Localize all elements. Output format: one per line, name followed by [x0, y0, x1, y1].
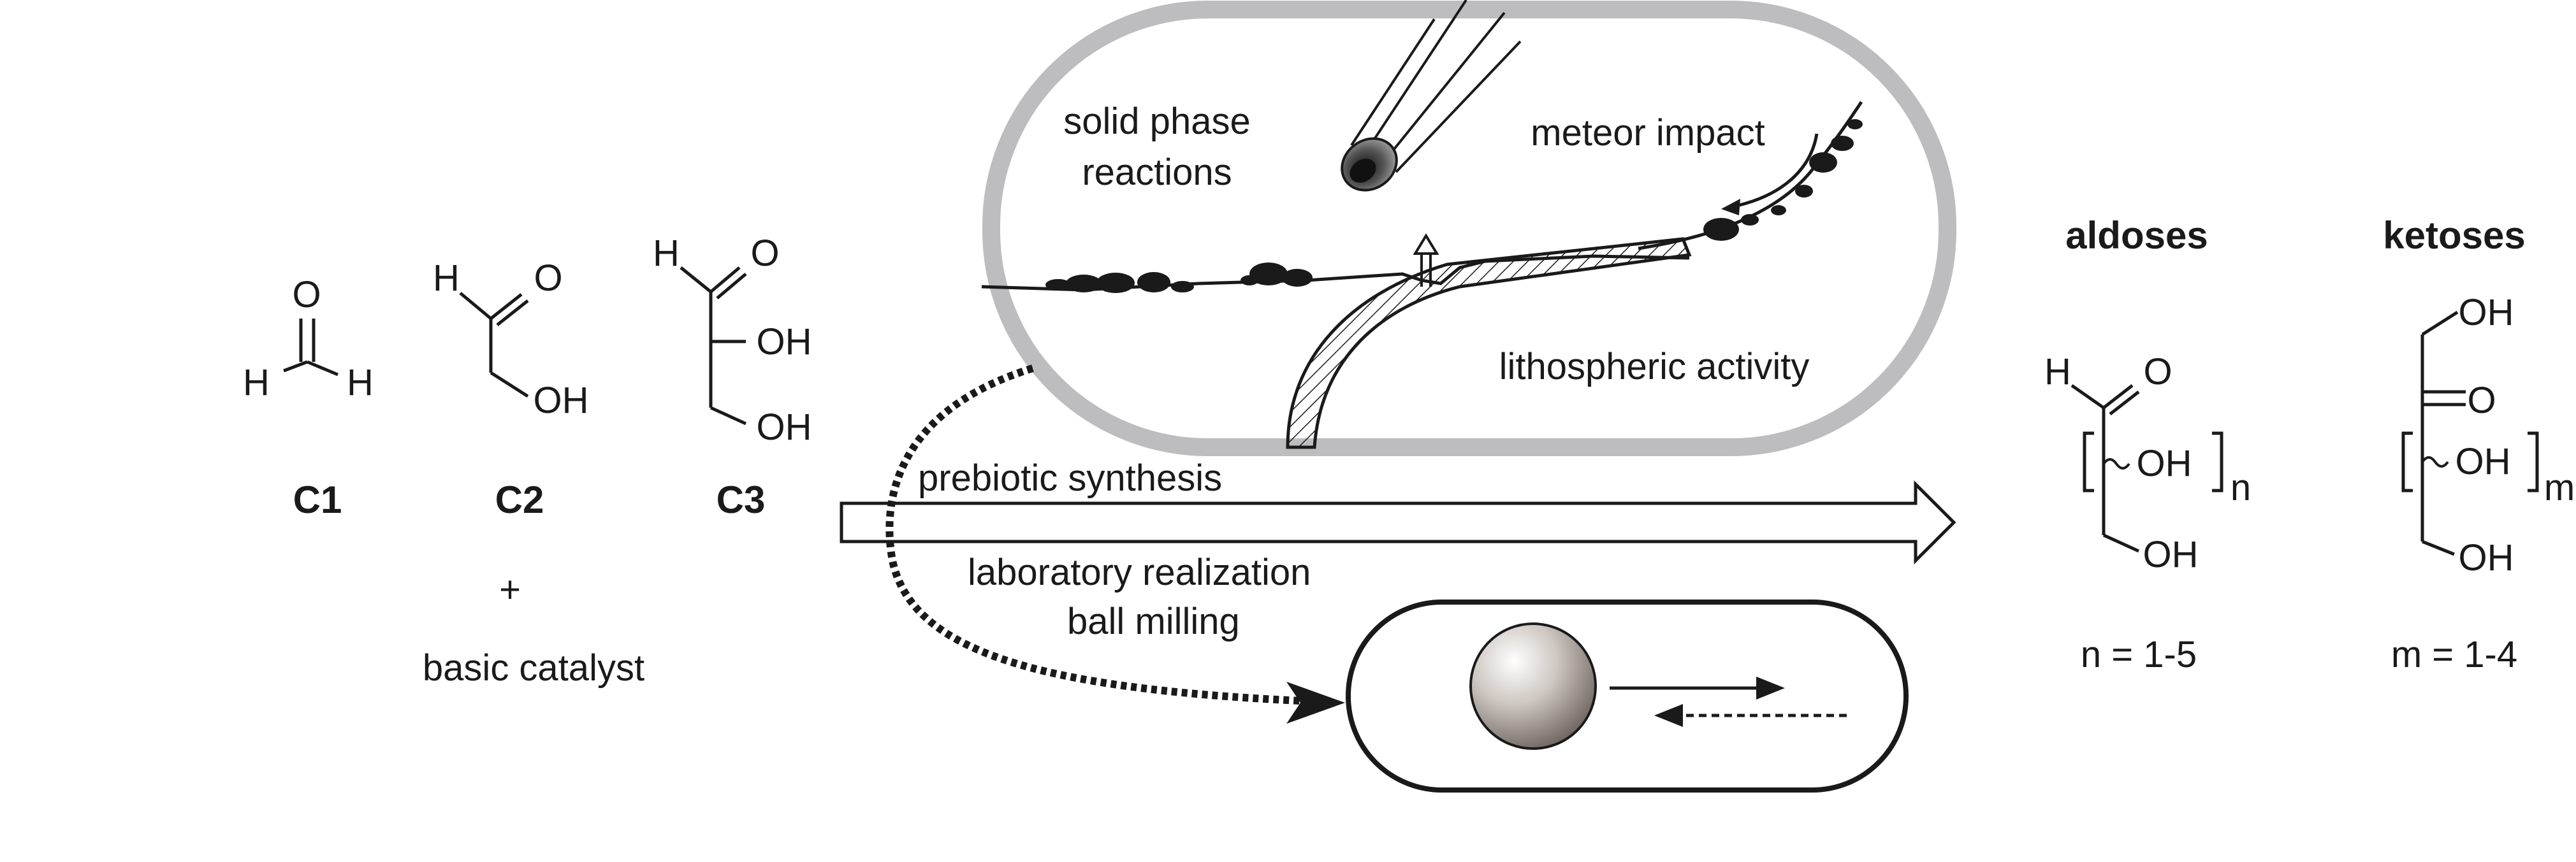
- forward-arrow-icon: [1756, 677, 1785, 700]
- ketose-oh-top: OH: [2459, 292, 2514, 333]
- meteor-impact-arrow: [1730, 133, 1819, 209]
- c3-o-atom: O: [750, 233, 779, 274]
- c1-o-atom: O: [292, 274, 321, 315]
- meteor-icon: [1341, 0, 1522, 192]
- aldoses-structure: aldoses H O OH n OH n = 1-5: [2044, 214, 2251, 675]
- c2-oh-group: OH: [534, 380, 589, 421]
- aldose-oh-end: OH: [2143, 534, 2199, 575]
- ball-mill: [1346, 600, 1909, 793]
- scene-capsule-border: [982, 1, 1956, 456]
- ketose-bracket-left: [2401, 431, 2413, 492]
- c3-oh1-group: OH: [757, 321, 812, 363]
- surface-deposits: [1045, 262, 1313, 293]
- ketose-o-atom: O: [2467, 380, 2496, 421]
- ejecta-deposits: [1703, 119, 1863, 241]
- c1-h-right: H: [347, 362, 374, 403]
- aldose-o-atom: O: [2143, 351, 2172, 392]
- ball-milling-label: ball milling: [1067, 601, 1240, 642]
- ketose-oh-repeat: OH: [2456, 441, 2511, 482]
- ketoses-structure: ketoses OH O OH m OH m = 1-4: [2383, 214, 2575, 675]
- plus-sign: +: [499, 569, 521, 610]
- backward-arrow-icon: [1654, 704, 1683, 727]
- prebiotic-synthesis-label: prebiotic synthesis: [918, 457, 1222, 499]
- aldose-bracket-right: [2212, 431, 2223, 492]
- aldose-oh-repeat: OH: [2137, 443, 2192, 484]
- ketose-subscript-m: m: [2544, 467, 2575, 508]
- aldose-range: n = 1-5: [2081, 634, 2197, 675]
- dotted-connector-arrowhead: [1286, 682, 1345, 724]
- molecule-c2: H O OH C2: [433, 257, 588, 521]
- solid-phase-label-line1: solid phase: [1063, 101, 1250, 142]
- c2-o-atom: O: [534, 257, 562, 299]
- c2-label: C2: [495, 478, 544, 521]
- c2-h-atom: H: [433, 257, 460, 299]
- ball-mill-capsule: [1346, 600, 1909, 793]
- ketose-range: m = 1-4: [2391, 634, 2517, 675]
- c3-oh2-group: OH: [757, 406, 812, 448]
- ketoses-title: ketoses: [2383, 214, 2525, 257]
- meteor-impact-label: meteor impact: [1531, 112, 1765, 154]
- molecule-c3: H O OH OH C3: [653, 233, 811, 521]
- ketose-oh-end: OH: [2459, 537, 2514, 578]
- impact-slope: [1638, 101, 1863, 250]
- catalyst-label: basic catalyst: [423, 647, 644, 689]
- aldose-h-atom: H: [2044, 351, 2071, 392]
- synthesis-arrow: prebiotic synthesis laboratory realizati…: [840, 457, 1956, 642]
- c3-label: C3: [717, 478, 766, 521]
- laboratory-realization-label: laboratory realization: [968, 552, 1311, 593]
- c1-h-left: H: [243, 362, 270, 403]
- dotted-connector: [885, 364, 1301, 705]
- aldose-subscript-n: n: [2230, 467, 2251, 508]
- aldoses-title: aldoses: [2065, 214, 2208, 257]
- molecule-c1: O H H C1: [243, 274, 374, 521]
- lithospheric-plate: [1286, 237, 1692, 449]
- ketose-bracket-right: [2528, 431, 2539, 492]
- uplift-arrow-icon: [1413, 233, 1439, 287]
- synthesis-arrow-shape: [840, 480, 1956, 565]
- solid-phase-label-line2: reactions: [1082, 152, 1232, 193]
- aldose-bracket-left: [2083, 431, 2094, 492]
- milling-ball-icon: [1469, 622, 1597, 750]
- c1-label: C1: [293, 478, 342, 521]
- prebiotic-scene: solid phase reactions meteor impact lith…: [981, 0, 1956, 456]
- lithospheric-activity-label: lithospheric activity: [1499, 346, 1810, 387]
- c3-h-atom: H: [653, 233, 680, 274]
